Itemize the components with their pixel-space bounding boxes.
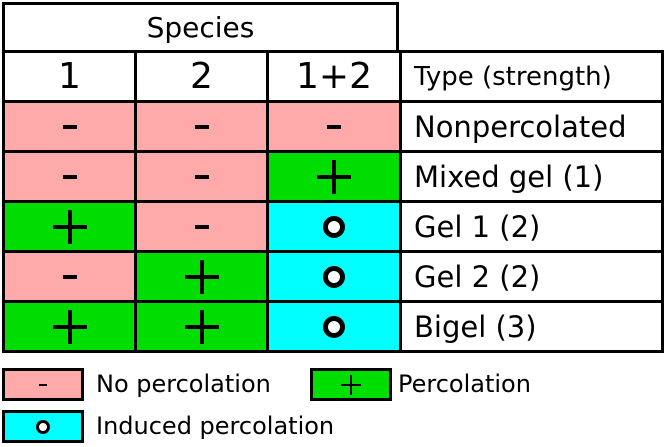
cell-induced-percolation [266, 250, 402, 303]
species-2-header: 2 [134, 50, 269, 103]
species-2-label: 2 [190, 56, 213, 97]
type-label: Bigel (3) [414, 309, 537, 344]
minus-icon [62, 124, 77, 129]
cell-no-percolation [2, 100, 137, 153]
cell-percolation [134, 250, 269, 303]
cell-no-percolation [266, 100, 402, 153]
minus-icon [62, 274, 77, 279]
type-label: Gel 1 (2) [414, 209, 541, 244]
cell-percolation [134, 300, 269, 353]
minus-icon [194, 174, 209, 179]
type-mixed-gel: Mixed gel (1) [399, 150, 664, 203]
cell-percolation [2, 300, 137, 353]
cell-percolation [266, 150, 402, 203]
legend-swatch-percolation [310, 368, 392, 401]
ring-icon [36, 419, 50, 434]
ring-icon [323, 315, 345, 338]
plus-icon [317, 159, 351, 194]
plus-icon [52, 309, 87, 344]
legend-label-no-percolation: No percolation [96, 370, 271, 398]
type-label: Gel 2 (2) [414, 259, 541, 294]
plus-icon [184, 259, 219, 294]
cell-no-percolation [134, 200, 269, 253]
cell-no-percolation [2, 150, 137, 203]
legend-swatch-no-percolation [2, 368, 84, 401]
plus-icon [52, 209, 87, 244]
species-1-label: 1 [58, 56, 81, 97]
cell-no-percolation [2, 250, 137, 303]
type-header-label: Type (strength) [414, 61, 612, 92]
type-header: Type (strength) [399, 50, 664, 103]
cell-induced-percolation [266, 200, 402, 253]
ring-icon [323, 215, 345, 238]
plus-icon [184, 309, 219, 344]
type-gel-2: Gel 2 (2) [399, 250, 664, 303]
species-1-2-header: 1+2 [266, 50, 402, 103]
minus-icon [62, 174, 77, 179]
type-label: Mixed gel (1) [414, 159, 604, 194]
legend-swatch-induced-percolation [2, 410, 84, 443]
type-bigel: Bigel (3) [399, 300, 664, 353]
legend-label-induced-percolation: Induced percolation [96, 412, 335, 440]
plus-icon [341, 374, 361, 395]
legend-label-percolation: Percolation [398, 370, 531, 398]
ring-icon [323, 265, 345, 288]
species-1-header: 1 [2, 50, 137, 103]
cell-no-percolation [134, 100, 269, 153]
cell-no-percolation [134, 150, 269, 203]
species-label: Species [146, 11, 255, 44]
cell-induced-percolation [266, 300, 402, 353]
minus-icon [194, 124, 209, 129]
type-nonpercolated: Nonpercolated [399, 100, 664, 153]
type-gel-1: Gel 1 (2) [399, 200, 664, 253]
cell-percolation [2, 200, 137, 253]
species-header: Species [2, 2, 399, 53]
species-1-2-label: 1+2 [296, 56, 372, 97]
minus-icon [39, 383, 47, 386]
minus-icon [327, 124, 341, 129]
type-label: Nonpercolated [414, 109, 627, 144]
minus-icon [194, 224, 209, 229]
